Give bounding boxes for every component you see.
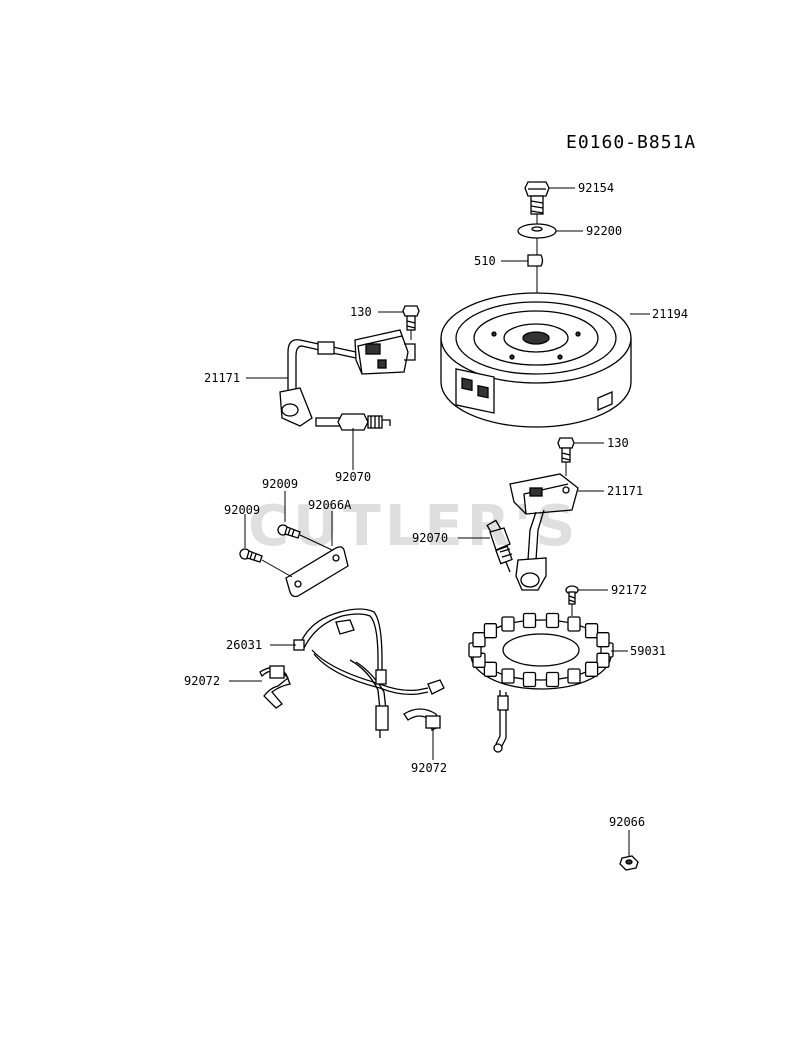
label-wire-clamp-left[interactable]: 92072 xyxy=(184,674,221,688)
stator-tooth xyxy=(522,671,537,688)
stator-tooth xyxy=(472,632,486,648)
coil-bolt-top[interactable] xyxy=(402,305,420,331)
stator-tooth xyxy=(501,616,515,632)
label-coil-bolt-right[interactable]: 130 xyxy=(607,436,629,450)
flywheel-bolt[interactable] xyxy=(524,181,550,215)
wire-clamp-left[interactable] xyxy=(259,665,291,709)
plate-screw-b[interactable] xyxy=(239,548,263,563)
label-wire-clamp-bottom[interactable]: 92072 xyxy=(411,761,448,775)
plate-screw-a[interactable] xyxy=(277,524,301,539)
flywheel-key[interactable] xyxy=(527,254,544,267)
spark-plug-left[interactable] xyxy=(315,413,391,431)
label-hex-nut[interactable]: 92066 xyxy=(609,815,646,829)
flywheel[interactable] xyxy=(440,292,632,428)
stator-tooth xyxy=(596,652,610,668)
coil-bolt-right[interactable] xyxy=(557,437,575,463)
label-spark-plug-right[interactable]: 92070 xyxy=(412,531,449,545)
stator[interactable] xyxy=(468,612,614,753)
stator-tooth xyxy=(584,623,599,639)
spark-plug-right[interactable] xyxy=(486,519,513,573)
stator-tooth xyxy=(483,623,498,639)
label-flywheel-key[interactable]: 510 xyxy=(474,254,496,268)
wire-clamp-bottom[interactable] xyxy=(403,708,441,731)
leader-lines xyxy=(229,187,650,856)
stator-tooth xyxy=(545,671,560,688)
ignition-coil-left[interactable] xyxy=(279,329,416,427)
stator-tooth xyxy=(584,661,599,677)
stator-tooth xyxy=(567,668,581,684)
stator-tooth xyxy=(567,616,581,632)
stator-tooth xyxy=(545,612,560,629)
stator-tooth xyxy=(501,668,515,684)
label-flywheel-washer[interactable]: 92200 xyxy=(586,224,623,238)
label-coil-bolt-top[interactable]: 130 xyxy=(350,305,372,319)
stator-tooth xyxy=(522,612,537,629)
flywheel-washer[interactable] xyxy=(517,223,557,239)
stator-tooth xyxy=(596,632,610,648)
label-flywheel-bolt[interactable]: 92154 xyxy=(578,181,615,195)
wiring-harness[interactable] xyxy=(293,608,445,738)
label-stator[interactable]: 59031 xyxy=(630,644,667,658)
cover-plate[interactable] xyxy=(285,546,349,598)
label-ignition-coil-left[interactable]: 21171 xyxy=(204,371,241,385)
label-ignition-coil-right[interactable]: 21171 xyxy=(607,484,644,498)
label-plate-screw-a[interactable]: 92009 xyxy=(262,477,299,491)
label-cover-plate[interactable]: 92066A xyxy=(308,498,352,512)
label-plate-screw-b[interactable]: 92009 xyxy=(224,503,261,517)
label-stator-screw[interactable]: 92172 xyxy=(611,583,648,597)
stator-tooth xyxy=(483,661,498,677)
label-wiring-harness[interactable]: 26031 xyxy=(226,638,263,652)
label-flywheel[interactable]: 21194 xyxy=(652,307,689,321)
label-spark-plug-left[interactable]: 92070 xyxy=(335,470,372,484)
stator-screw[interactable] xyxy=(565,585,579,605)
hex-nut[interactable] xyxy=(619,855,639,871)
diagram-code: E0160-B851A xyxy=(566,132,697,153)
ignition-coil-right[interactable] xyxy=(509,473,579,591)
